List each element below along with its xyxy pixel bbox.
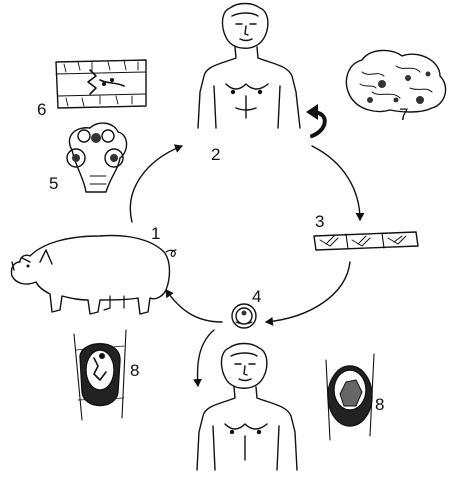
cysticercus-right [325, 353, 375, 441]
arrow-egg-to-human [192, 329, 215, 387]
human-torso-top [197, 2, 301, 129]
cysticercus-left [73, 329, 127, 421]
arrow-proglottid-to-egg [265, 261, 351, 326]
scolex [66, 122, 128, 193]
label-proglottids: 3 [315, 212, 325, 231]
autoinfection-arrowhead [306, 104, 318, 120]
label-scolex: 5 [49, 174, 59, 193]
human-torso-bottom [196, 342, 298, 471]
intestine-segment [55, 59, 147, 109]
label-cysticercus-right: 8 [375, 395, 385, 414]
label-pig: 1 [151, 224, 161, 243]
proglottid-chain [313, 231, 419, 251]
label-egg: 4 [252, 287, 262, 306]
label-intestine: 6 [37, 100, 47, 119]
label-human-host: 2 [211, 145, 221, 164]
arrow-pig-to-human [129, 144, 183, 223]
arrow-human-to-proglottid [311, 145, 365, 221]
brain-with-cysts [345, 49, 447, 113]
arrow-egg-to-pig [165, 289, 223, 323]
pig [10, 234, 177, 315]
egg [231, 303, 257, 329]
label-cysticercus-left: 8 [130, 361, 140, 380]
label-brain: 7 [399, 105, 409, 124]
